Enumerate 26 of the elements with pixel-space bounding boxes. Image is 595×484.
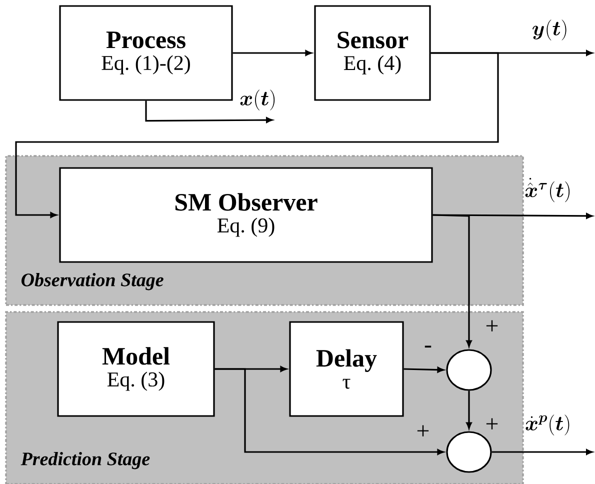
sign-label: +: [486, 418, 498, 430]
sign-label: +: [486, 320, 498, 332]
signal-label: $\boldsymbol{y}(\boldsymbol{t})$: [532, 20, 566, 40]
process-box: Delay τ: [289, 321, 404, 417]
sign-label: +: [417, 425, 429, 436]
process-box: Process Eq. (1)-(2): [59, 5, 233, 101]
summing-junction: [446, 349, 492, 391]
sign-label: -: [424, 346, 432, 348]
arrow: [232, 50, 312, 56]
arrow: [145, 100, 273, 123]
arrow: [404, 366, 444, 373]
process-box: Sensor Eq. (4): [314, 5, 431, 101]
signal-label: $\dot{\boldsymbol{x}}^{\boldsymbol{p}}(\boldsymbol{t})$: [526, 414, 570, 436]
arrow: [214, 368, 444, 455]
arrow: [432, 213, 593, 219]
arrow: [15, 52, 499, 218]
arrow: [466, 390, 472, 429]
stage-label: Prediction Stage: [20, 452, 150, 470]
arrow: [432, 214, 472, 347]
process-box: SM Observer Eq. (9): [59, 167, 433, 263]
process-box: Model Eq. (3): [57, 321, 215, 417]
stage-label: Observation Stage: [22, 272, 164, 290]
signal-label: $\dot{\hat{\boldsymbol{x}}}^{\boldsymbol{\tau}}(\boldsymbol{t})$: [525, 178, 570, 202]
signal-label: $\boldsymbol{x}(\boldsymbol{t})$: [240, 90, 275, 110]
arrow: [492, 449, 593, 455]
summing-junction: [446, 431, 492, 473]
